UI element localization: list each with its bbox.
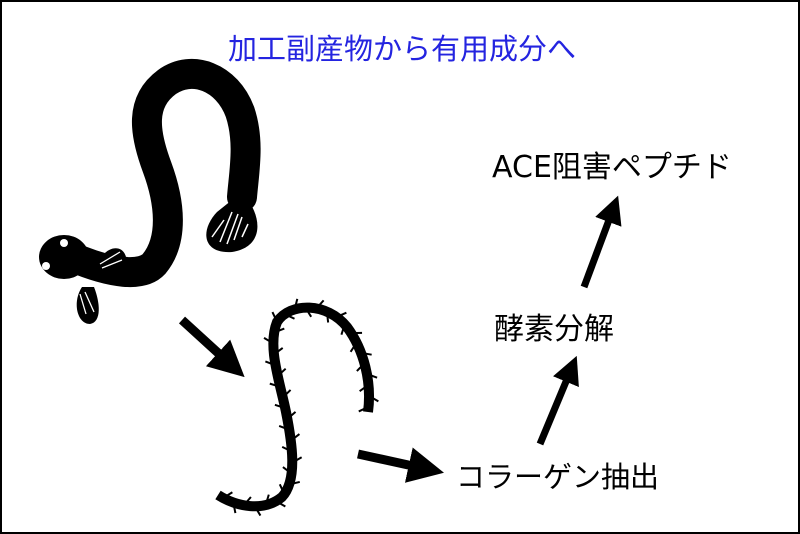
skin-hair — [288, 480, 300, 486]
skin-hair — [282, 466, 293, 475]
skin-hair — [290, 433, 301, 442]
skin-hair — [340, 324, 346, 335]
arrow-skin-to-extraction — [357, 447, 444, 483]
skin-hair — [368, 394, 379, 403]
step-digestion-label: 酵素分解 — [494, 312, 614, 347]
skin-hair — [274, 403, 286, 410]
step-product-label: ACE阻害ペプチド — [492, 150, 732, 185]
skin-hair — [278, 483, 286, 495]
step-extraction-label: コラーゲン抽出 — [456, 460, 660, 494]
arrow-eel-to-skin — [178, 316, 245, 378]
skin-hair — [366, 373, 378, 379]
arrow-digestion-to-product — [580, 195, 622, 289]
skin-hair — [232, 502, 237, 514]
skin-hair — [275, 500, 286, 508]
skin-hair — [277, 367, 287, 377]
skin-hair — [286, 411, 297, 420]
eel-pectoral-fin — [97, 248, 127, 270]
diagram-title: 加工副産物から有用成分へ — [227, 32, 576, 66]
skin-hair — [356, 362, 366, 372]
skin-hair — [349, 342, 358, 353]
eel-tail-fin — [206, 192, 258, 253]
skin-hair — [315, 299, 325, 310]
eel-skin-illustration — [215, 298, 379, 517]
skin-hair — [271, 311, 278, 323]
skin-hair — [282, 389, 292, 399]
skin-hair — [325, 311, 330, 323]
eel-body — [57, 59, 261, 288]
skin-hair — [291, 456, 303, 464]
skin-hair — [222, 491, 233, 499]
skin-hair — [278, 424, 290, 431]
skin-hair — [304, 307, 313, 318]
skin-hair — [273, 347, 284, 356]
skin-hair — [273, 327, 285, 334]
skin-hair — [253, 505, 262, 517]
eel-eye — [42, 262, 50, 270]
skin-hair — [336, 311, 347, 318]
eel-pelvic-fin — [76, 287, 99, 324]
arrow-extraction-to-digestion — [536, 355, 579, 446]
skin-hair — [360, 351, 372, 356]
skin-hair — [358, 405, 369, 413]
eel-eye — [60, 239, 68, 247]
skin-hair — [263, 337, 274, 345]
eel-illustration — [39, 59, 261, 324]
skin-hair — [359, 384, 370, 393]
skin-hair — [293, 298, 299, 310]
skin-hair — [264, 494, 270, 506]
eel-head — [39, 235, 89, 279]
skin-hair — [243, 496, 252, 506]
skin-hair — [281, 445, 293, 453]
skin-hair — [284, 313, 295, 320]
skin-hair — [265, 360, 276, 367]
skin-hair — [269, 382, 281, 388]
